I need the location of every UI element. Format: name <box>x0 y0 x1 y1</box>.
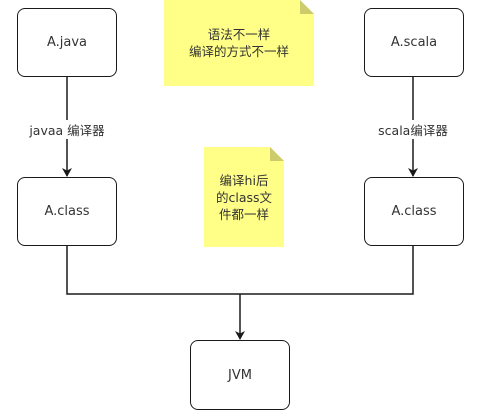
java-source-node[interactable]: A.java <box>17 8 117 77</box>
scala-source-node[interactable]: A.scala <box>364 8 464 77</box>
note-line: 编译的方式不一样 <box>188 44 289 59</box>
java-class-node[interactable]: A.class <box>17 177 117 246</box>
note-line: 编译hi后 <box>219 172 269 188</box>
class-to-jvm-connector <box>66 246 414 295</box>
note-line: 语法不一样 <box>207 27 271 42</box>
note-line: 的class文 <box>215 189 273 205</box>
jvm-node[interactable]: JVM <box>190 340 290 410</box>
java-class-label: A.class <box>44 204 90 219</box>
note-shape-icon <box>164 0 314 86</box>
same-class-note[interactable]: 编译hi后 的class文 件都一样 <box>204 147 284 247</box>
syntax-difference-note[interactable]: 语法不一样 编译的方式不一样 <box>164 0 314 86</box>
java-source-label: A.java <box>46 35 88 50</box>
java-compiler-label: javaa 编译器 <box>27 120 107 139</box>
scala-source-label: A.scala <box>390 35 438 50</box>
scala-class-label: A.class <box>391 204 437 219</box>
scala-class-node[interactable]: A.class <box>364 177 464 246</box>
jvm-label: JVM <box>228 367 252 383</box>
note-shape-icon <box>204 147 284 247</box>
scala-compiler-label: scala编译器 <box>376 120 450 139</box>
note-line: 件都一样 <box>218 206 269 222</box>
